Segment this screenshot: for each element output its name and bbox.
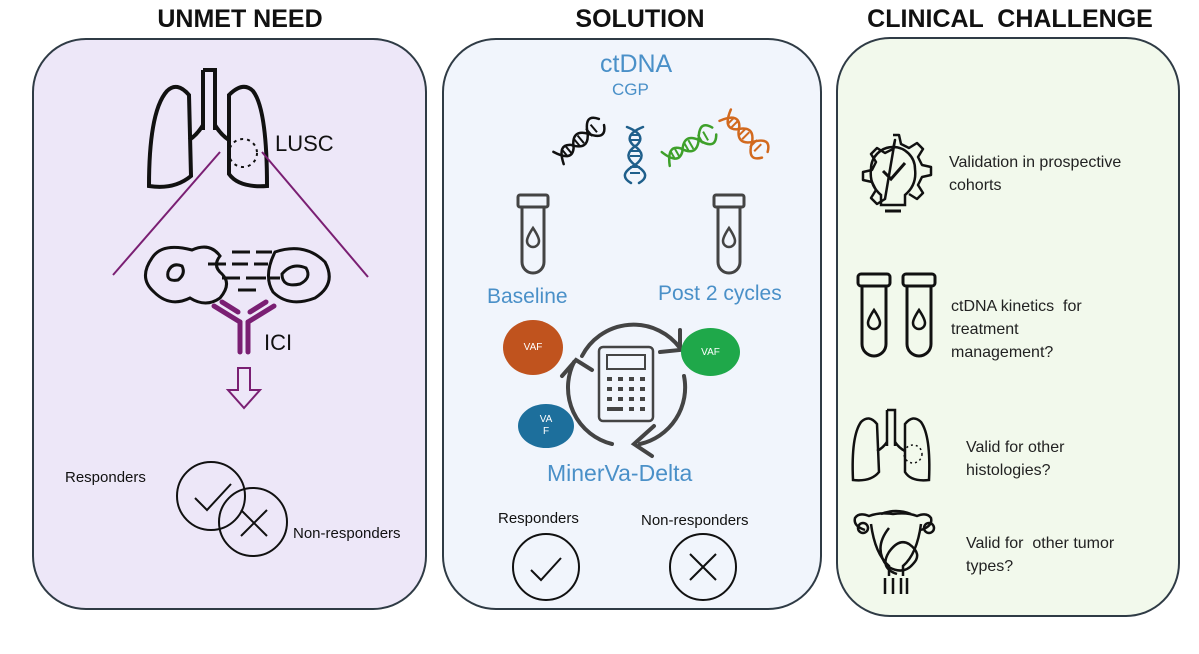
- vaf-bubble-post: VAF: [681, 328, 740, 376]
- baseline-label: Baseline: [487, 285, 568, 308]
- lungs-icon: [851, 408, 931, 482]
- calculator-icon: [597, 345, 655, 423]
- heading-unmet-need: UNMET NEED: [157, 5, 323, 33]
- minerva-delta-label: MinerVa-Delta: [547, 460, 693, 486]
- responders-check-icon: [512, 533, 580, 601]
- lusc-label: LUSC: [275, 131, 334, 156]
- check-icon: [194, 483, 232, 512]
- panel-clinical-challenge: [836, 37, 1180, 617]
- vaf-label: VAF: [523, 342, 543, 353]
- heading-solution: SOLUTION: [575, 5, 705, 33]
- cycle-arrows-icon: [560, 322, 688, 458]
- challenge-text-kinetics: ctDNA kinetics for treatment management?: [951, 298, 1082, 361]
- down-arrow-icon: [225, 367, 263, 410]
- vaf-bubble-delta: VA F: [518, 404, 574, 448]
- post-2-cycles-label: Post 2 cycles: [658, 282, 782, 305]
- gear-lightbulb-check-icon: [861, 133, 933, 213]
- challenge-text-tumor-types: Valid for other tumor types?: [966, 535, 1115, 575]
- test-tubes-icon: [856, 272, 937, 358]
- challenge-text-validation: Validation in prospective cohorts: [949, 154, 1122, 194]
- responders-label-unmet: Responders: [65, 469, 146, 486]
- cgp-subtitle: CGP: [612, 80, 649, 99]
- non-responders-label-unmet: Non-responders: [293, 525, 401, 542]
- ici-label: ICI: [264, 330, 293, 355]
- antibody-icon: [211, 299, 277, 355]
- vaf-label: VA F: [539, 414, 553, 437]
- baseline-test-tube-icon: [516, 193, 550, 275]
- responder-outcome-circles: [176, 461, 288, 557]
- dna-helix-icon: [718, 108, 770, 160]
- lungs-icon: [146, 68, 270, 189]
- responders-label-solution: Responders: [498, 510, 579, 527]
- vaf-label: VAF: [701, 346, 720, 358]
- non-responders-cross-icon: [669, 533, 737, 601]
- tumor-cell-interaction-icon: [144, 245, 331, 305]
- vaf-bubble-baseline: VAF: [503, 320, 563, 375]
- dna-helix-icon: [660, 124, 718, 168]
- dna-helix-icon: [623, 125, 647, 185]
- heading-clinical-challenge: CLINICAL CHALLENGE: [867, 5, 1153, 33]
- dna-helices: [552, 108, 770, 185]
- dna-helix-icon: [552, 116, 606, 166]
- uterus-icon: [853, 509, 936, 594]
- ctdna-title: ctDNA: [600, 50, 673, 78]
- non-responders-label-solution: Non-responders: [641, 512, 749, 529]
- post-treatment-test-tube-icon: [712, 193, 746, 275]
- zoom-lines: [112, 151, 369, 278]
- challenge-text-histologies: Valid for other histologies?: [966, 439, 1065, 479]
